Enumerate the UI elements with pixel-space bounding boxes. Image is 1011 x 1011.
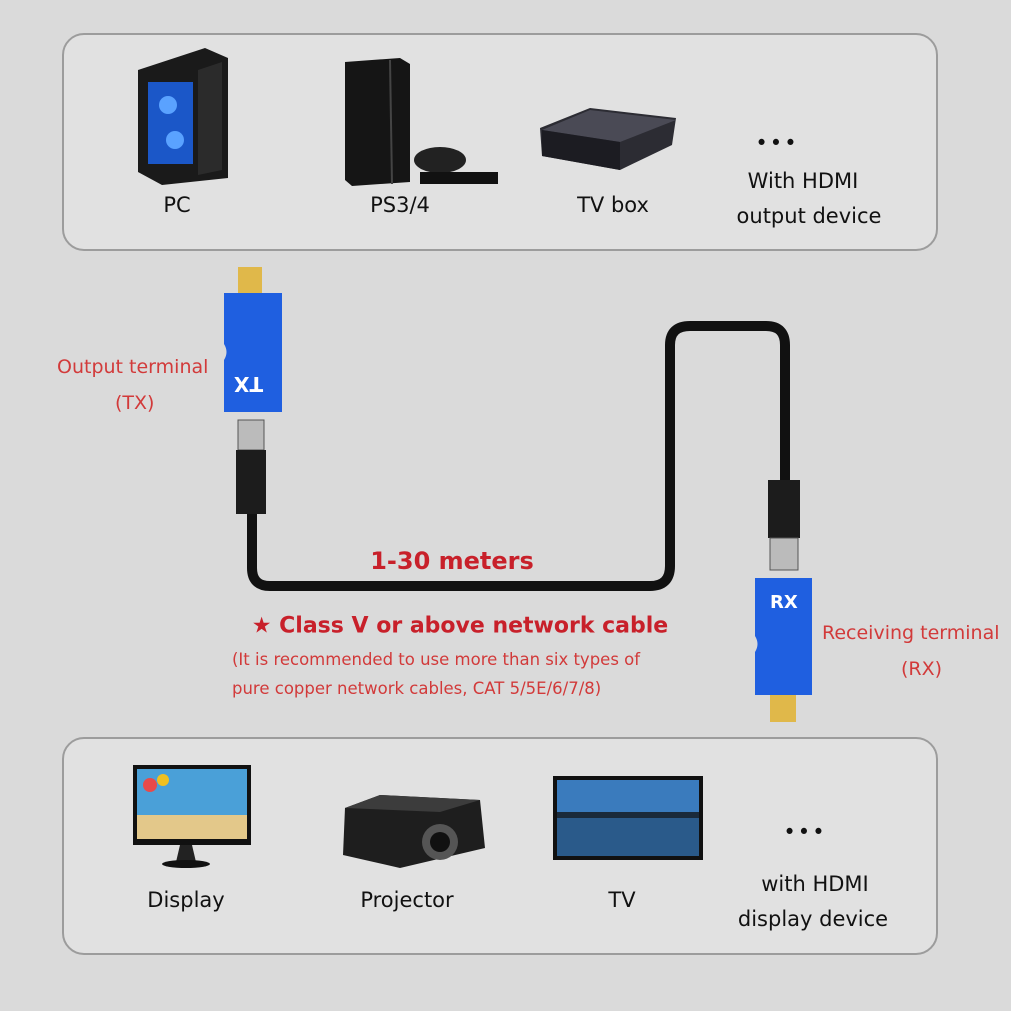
cable-note-line2: pure copper network cables, CAT 5/5E/6/7…	[232, 679, 602, 698]
network-cable	[247, 321, 790, 591]
monitor-icon	[133, 765, 251, 868]
device-label-projector: Projector	[360, 888, 454, 912]
more-source-line1: With HDMI	[747, 169, 859, 193]
more-dots: •••	[755, 131, 799, 155]
rx-extender	[755, 480, 812, 722]
more-display-line2: display device	[737, 907, 889, 931]
rx-badge: RX	[770, 592, 798, 613]
projector-icon	[343, 795, 485, 868]
tx-label: Output terminal	[57, 356, 209, 378]
pc-tower-icon	[138, 48, 228, 185]
device-label-display: Display	[147, 888, 225, 912]
device-label-tv: TV	[608, 888, 636, 912]
cable-length: 1-30 meters	[370, 547, 534, 575]
tx-badge: TX	[234, 372, 264, 396]
rx-sub-label: (RX)	[901, 658, 943, 680]
more-source-line2: output device	[736, 204, 882, 228]
device-label-ps: PS3/4	[370, 193, 430, 217]
more-dots: •••	[783, 820, 827, 844]
tx-sub-label: (TX)	[115, 392, 155, 414]
device-label-pc: PC	[163, 193, 191, 217]
more-display-line1: with HDMI	[761, 872, 869, 896]
cable-class: ★ Class V or above network cable	[251, 613, 669, 639]
tv-icon	[553, 776, 703, 860]
cable-note-line1: (It is recommended to use more than six …	[232, 650, 641, 669]
device-label-tv-box: TV box	[577, 193, 649, 217]
rx-label: Receiving terminal	[822, 622, 1000, 644]
game-console-icon	[345, 58, 498, 186]
tx-extender	[224, 267, 282, 514]
tv-box-icon	[540, 108, 676, 170]
